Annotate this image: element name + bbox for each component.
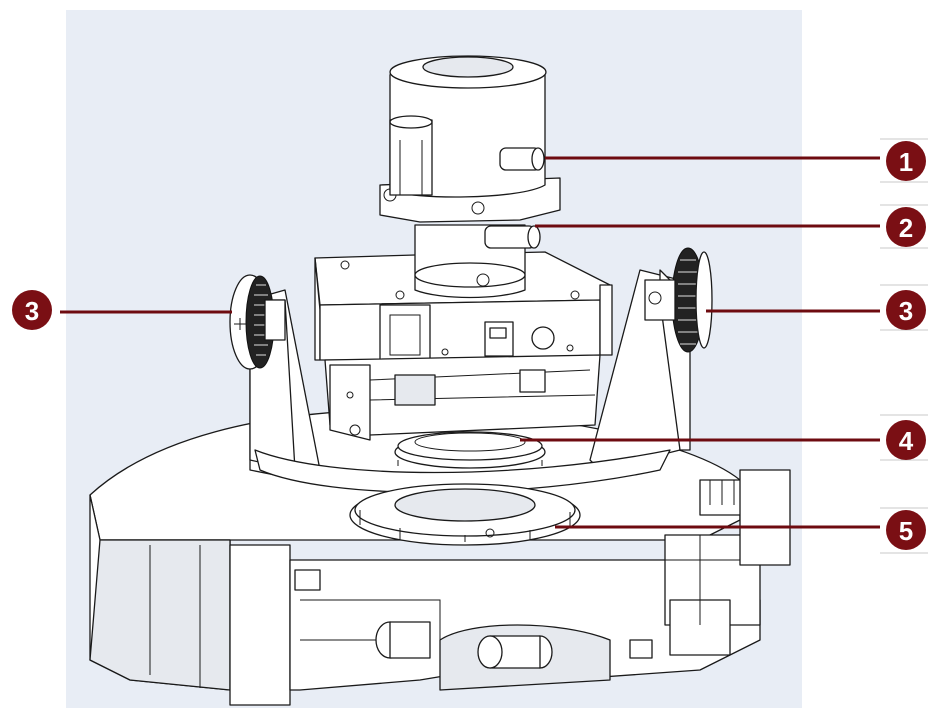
lens-ring-upper bbox=[394, 431, 546, 469]
svg-text:5: 5 bbox=[899, 516, 913, 546]
connector-pins bbox=[699, 469, 791, 566]
svg-text:3: 3 bbox=[25, 296, 39, 326]
callout-badge-4: 4 bbox=[886, 420, 926, 460]
callout-badge-1: 1 bbox=[886, 141, 926, 181]
thumb-screw-left bbox=[229, 274, 286, 370]
callout-badge-3-left: 3 bbox=[12, 290, 52, 330]
rotating-knob-lower bbox=[484, 225, 541, 249]
callout-badge-3-right: 3 bbox=[886, 290, 926, 330]
base-cylinders bbox=[375, 621, 553, 669]
lens-ring-lower bbox=[349, 483, 581, 546]
camera-block bbox=[314, 251, 613, 441]
svg-text:2: 2 bbox=[899, 213, 913, 243]
svg-text:3: 3 bbox=[899, 296, 913, 326]
callout-badge-2: 2 bbox=[886, 207, 926, 247]
callout-badge-5: 5 bbox=[886, 510, 926, 550]
leader-lines bbox=[60, 156, 880, 529]
svg-text:4: 4 bbox=[899, 426, 914, 456]
rotating-knob-top bbox=[499, 147, 545, 171]
svg-text:1: 1 bbox=[899, 147, 913, 177]
thumb-screw-right bbox=[644, 247, 713, 353]
margin-rules bbox=[880, 138, 928, 554]
